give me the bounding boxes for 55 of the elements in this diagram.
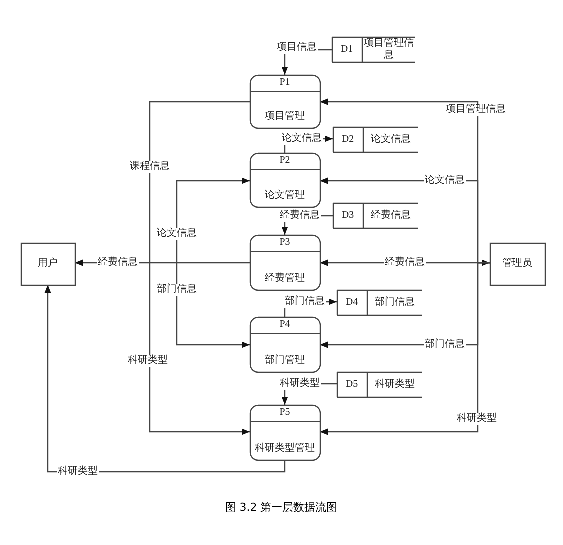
data-store <box>333 203 418 228</box>
edge-label: 课程信息 <box>129 161 171 173</box>
edge-label: 论文信息 <box>424 175 466 187</box>
store-id: D1 <box>340 44 354 56</box>
store-id: D5 <box>344 378 360 390</box>
edge-label: 经费信息 <box>279 210 321 222</box>
entity-name: 用户 <box>37 258 59 270</box>
flow-label: 科研类型 <box>127 355 169 367</box>
process-id: P5 <box>278 407 292 419</box>
store-name: 科研类型 <box>374 378 416 390</box>
process-box <box>250 153 320 207</box>
process-box <box>250 235 320 290</box>
process-name: 科研类型管理 <box>254 443 316 455</box>
store-name: 部门信息 <box>374 296 416 308</box>
edge-label: 项目信息 <box>276 42 318 54</box>
caption: 图 3.2 第一层数据流图 <box>225 500 338 515</box>
store-name: 项目管理信息 <box>363 38 415 62</box>
arrow <box>149 101 250 436</box>
process-box <box>250 405 320 460</box>
data-store <box>333 127 418 152</box>
entity-name: 管理员 <box>502 258 534 270</box>
data-store <box>337 290 422 315</box>
edge-label: 部门信息 <box>284 296 326 308</box>
process-id: P4 <box>278 319 292 331</box>
store-id: D4 <box>344 296 360 308</box>
process-box <box>250 75 320 128</box>
edge-label: 部门信息 <box>424 339 466 351</box>
process-name: 项目管理 <box>264 111 306 123</box>
flow-label: 部门信息 <box>156 284 198 296</box>
edge-label: 论文信息 <box>156 228 198 240</box>
edge-label: 经费信息 <box>97 257 139 269</box>
data-store <box>332 37 415 62</box>
arrow <box>176 178 250 348</box>
edge-label: 经费信息 <box>384 257 426 269</box>
process-id: P3 <box>278 237 292 249</box>
edge-label: 科研类型 <box>279 378 321 390</box>
data-store <box>337 372 422 397</box>
process-id: P1 <box>278 77 292 89</box>
edge-label: 科研类型 <box>57 466 99 478</box>
process-name: 经费管理 <box>264 273 306 285</box>
store-id: D3 <box>340 210 356 222</box>
process-name: 部门管理 <box>264 355 306 367</box>
edge-label: 科研类型 <box>456 413 498 425</box>
entity-box <box>490 243 545 285</box>
edge-label: 项目管理信息 <box>445 104 507 116</box>
entity-box <box>21 243 75 285</box>
process-name: 论文管理 <box>264 190 306 202</box>
edge-label: 论文信息 <box>281 133 323 145</box>
process-box <box>250 317 320 372</box>
arrow <box>320 262 490 436</box>
store-name: 论文信息 <box>370 134 412 146</box>
store-name: 经费信息 <box>370 210 412 222</box>
arrow <box>44 285 286 473</box>
process-id: P2 <box>278 155 292 167</box>
store-id: D2 <box>340 134 356 146</box>
